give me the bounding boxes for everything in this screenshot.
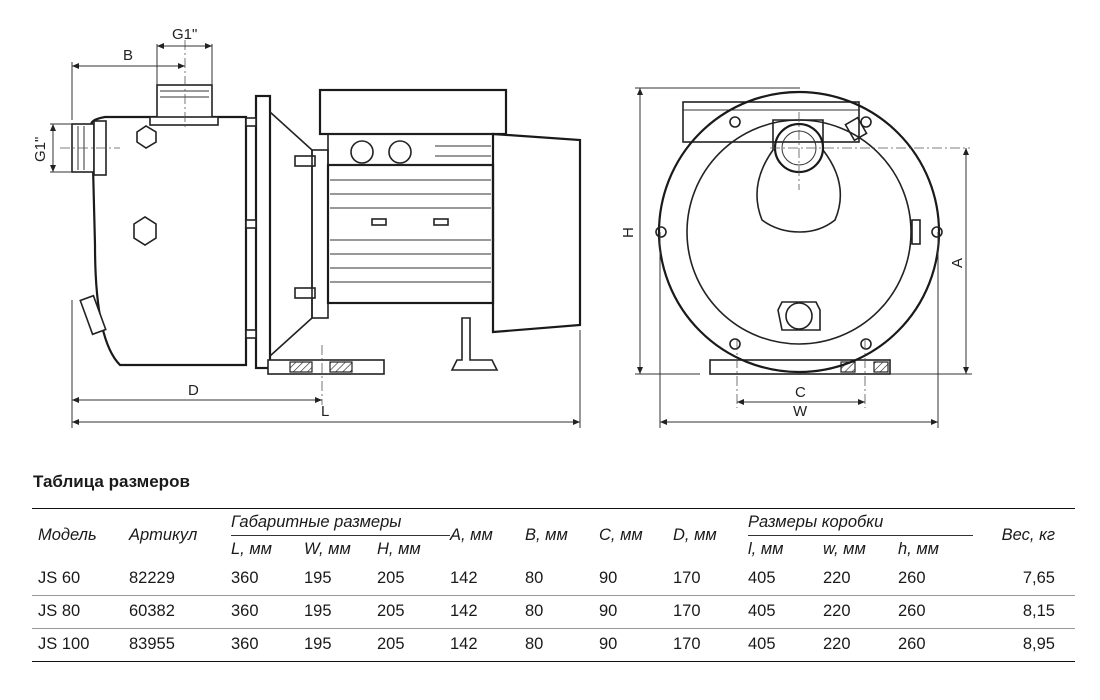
table-title: Таблица размеров — [33, 472, 190, 491]
cell-box-h: 260 — [898, 562, 973, 596]
cell-box-h: 260 — [898, 595, 973, 629]
flange-circle — [657, 90, 941, 374]
cell-weight: 8,95 — [973, 628, 1075, 662]
cell-box-w: 220 — [823, 562, 898, 596]
dimensions-table: Модель Артикул Габаритные размеры A, мм … — [32, 508, 1075, 662]
cell-c: 90 — [599, 628, 673, 662]
header-l: L, мм — [231, 539, 272, 558]
flange-bolt-holes — [655, 116, 943, 350]
cell-l: 360 — [231, 595, 304, 629]
header-weight: Вес, кг — [973, 508, 1075, 563]
header-c: C, мм — [599, 508, 673, 563]
cell-model: JS 80 — [32, 595, 129, 629]
dim-label-g1-side: G1" — [32, 137, 49, 162]
cell-box-h: 260 — [898, 628, 973, 662]
dim-label-c: C — [795, 384, 806, 401]
front-view: H A C W — [620, 87, 972, 428]
cell-weight: 7,65 — [973, 562, 1075, 596]
outlet-port — [156, 84, 213, 120]
cell-article: 83955 — [129, 628, 231, 662]
cell-d: 170 — [673, 628, 748, 662]
side-view: B G1" G1" D L — [32, 26, 582, 428]
cell-b: 80 — [525, 595, 599, 629]
table-row: JS 60 82229 360 195 205 142 80 90 170 40… — [32, 562, 1075, 596]
header-d: D, мм — [673, 508, 748, 563]
header-w: W, мм — [304, 539, 351, 558]
header-h: H, мм — [377, 539, 421, 558]
header-overall-dims: Габаритные размеры — [231, 508, 450, 536]
header-model: Модель — [32, 508, 129, 563]
dim-label-b: B — [123, 47, 133, 64]
cell-a: 142 — [450, 595, 525, 629]
header-b: B, мм — [525, 508, 599, 563]
dim-label-d: D — [188, 382, 199, 399]
cell-c: 90 — [599, 595, 673, 629]
cell-l: 360 — [231, 628, 304, 662]
cell-b: 80 — [525, 628, 599, 662]
cell-l: 360 — [231, 562, 304, 596]
cell-h: 205 — [377, 628, 450, 662]
table-row: JS 80 60382 360 195 205 142 80 90 170 40… — [32, 595, 1075, 629]
cell-w: 195 — [304, 628, 377, 662]
cell-box-w: 220 — [823, 628, 898, 662]
cell-box-l: 405 — [748, 595, 823, 629]
cell-h: 205 — [377, 562, 450, 596]
cell-box-w: 220 — [823, 595, 898, 629]
cell-article: 82229 — [129, 562, 231, 596]
header-box-dims: Размеры коробки — [748, 508, 973, 536]
pump-technical-drawing: B G1" G1" D L — [32, 26, 972, 428]
terminal-box — [318, 88, 508, 136]
cell-a: 142 — [450, 562, 525, 596]
dim-label-l: L — [321, 403, 329, 420]
header-box-h: h, мм — [898, 539, 939, 558]
hex-bolt-icon — [136, 125, 157, 149]
dim-label-h: H — [620, 227, 637, 238]
dim-label-a: A — [949, 258, 966, 268]
header-article: Артикул — [129, 508, 231, 563]
cell-d: 170 — [673, 562, 748, 596]
header-a: A, мм — [450, 508, 525, 563]
cell-model: JS 100 — [32, 628, 129, 662]
cell-article: 60382 — [129, 595, 231, 629]
cell-box-l: 405 — [748, 562, 823, 596]
cell-w: 195 — [304, 595, 377, 629]
table-row: JS 100 83955 360 195 205 142 80 90 170 4… — [32, 628, 1075, 662]
cell-h: 205 — [377, 595, 450, 629]
dim-label-g1-top: G1" — [172, 26, 197, 43]
cell-model: JS 60 — [32, 562, 129, 596]
cell-a: 142 — [450, 628, 525, 662]
header-box-w: w, мм — [823, 539, 866, 558]
header-box-l: l, мм — [748, 539, 784, 558]
cell-b: 80 — [525, 562, 599, 596]
hex-bolt-icon — [133, 216, 157, 246]
dim-label-w: W — [793, 403, 808, 420]
cell-weight: 8,15 — [973, 595, 1075, 629]
cell-box-l: 405 — [748, 628, 823, 662]
cell-d: 170 — [673, 595, 748, 629]
cell-w: 195 — [304, 562, 377, 596]
cell-c: 90 — [599, 562, 673, 596]
